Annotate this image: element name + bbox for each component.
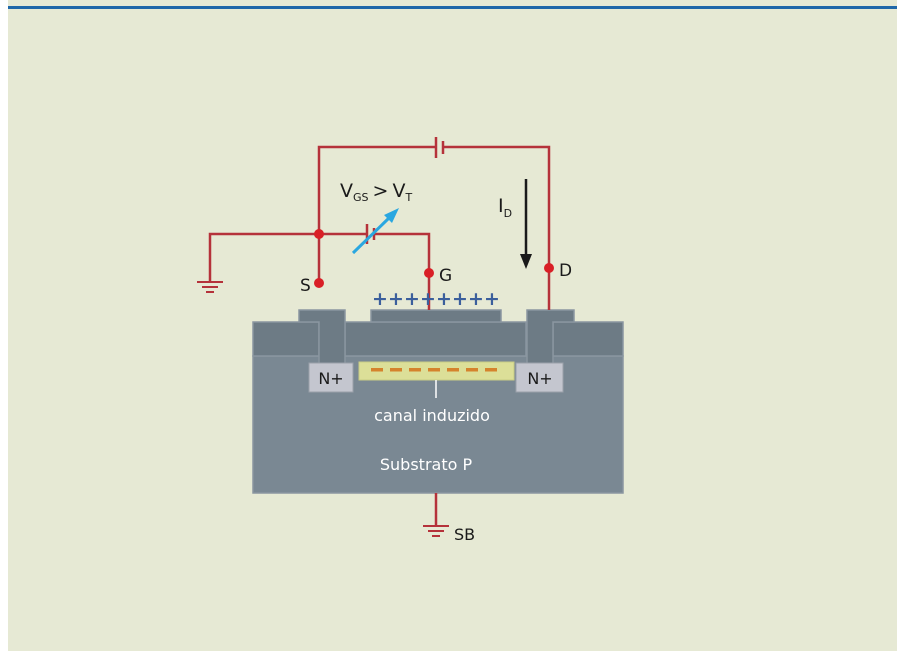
current-arrow-icon: [520, 179, 532, 269]
vgs-label: VGS>VT: [340, 180, 412, 204]
channel-charge: [466, 368, 478, 372]
n-region-left: [308, 362, 354, 393]
gate-charge: +: [388, 288, 404, 310]
ground-icon: [197, 281, 223, 293]
node-drain: [544, 263, 554, 273]
gate-charge: +: [404, 288, 420, 310]
channel-charge: [485, 368, 497, 372]
gate-charge: +: [420, 288, 436, 310]
channel-charge: [447, 368, 459, 372]
source-label: S: [300, 276, 311, 296]
gate-electrode: [370, 309, 502, 323]
node-source: [314, 278, 324, 288]
channel-charge: [409, 368, 421, 372]
node-junction: [314, 229, 324, 239]
gate-charge: +: [484, 288, 500, 310]
gate-charges: ++++++++: [372, 288, 500, 310]
gate-charge: +: [372, 288, 388, 310]
channel-charge: [428, 368, 440, 372]
drain-label: D: [559, 261, 572, 281]
oxide-layer-middle: [344, 321, 527, 357]
gate-charge: +: [436, 288, 452, 310]
n-region-right: [515, 362, 564, 393]
battery-icon: [434, 137, 445, 158]
ground-icon: [423, 525, 449, 537]
gate-charge: +: [452, 288, 468, 310]
substrate-label: Substrato P: [380, 455, 473, 474]
oxide-layer-right: [552, 321, 624, 357]
gate-label: G: [439, 266, 452, 286]
n-plus-right-label: N+: [527, 369, 552, 388]
channel-charge: [371, 368, 383, 372]
id-label: ID: [498, 195, 512, 220]
oxide-layer-left: [252, 321, 320, 357]
variable-arrow-icon: [351, 208, 399, 255]
node-gate: [424, 268, 434, 278]
top-rule: [8, 6, 897, 9]
gate-charge: +: [468, 288, 484, 310]
channel-charge: [390, 368, 402, 372]
substrate-body-label: SB: [454, 525, 475, 544]
channel-charges: [371, 368, 497, 372]
n-plus-left-label: N+: [318, 369, 343, 388]
channel-label: canal induzido: [374, 406, 490, 425]
